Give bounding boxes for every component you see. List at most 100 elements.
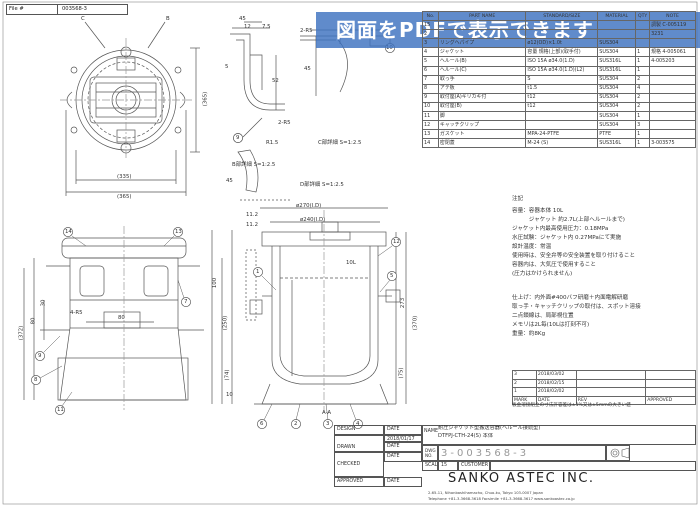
label-c: C xyxy=(81,16,85,22)
table-cell: ISO 15A ø34.0(1.D)(L2) xyxy=(525,65,599,76)
table-cell: 1 xyxy=(635,65,651,76)
table-cell xyxy=(525,29,599,40)
table-cell xyxy=(649,38,696,49)
table-cell xyxy=(645,387,696,397)
balloon-1: 1 xyxy=(256,269,260,275)
table-cell: MPA-24-PTFE xyxy=(525,129,599,140)
table-cell: SUS304 xyxy=(597,111,637,122)
balloon-3: 3 xyxy=(326,421,330,427)
table-cell: 2018/02/02 xyxy=(535,387,577,397)
customer-value xyxy=(490,461,696,471)
design-date-label: DATE xyxy=(384,425,422,435)
table-cell: M-24 (S) xyxy=(525,138,599,149)
table-cell xyxy=(525,111,599,122)
checked-date-label: DATE xyxy=(384,452,422,462)
table-cell: 2 xyxy=(635,101,651,113)
approved-date-label: DATE xyxy=(384,477,422,487)
table-cell: SUS304 xyxy=(597,120,637,131)
table-cell: 密閉蓋 xyxy=(437,138,527,149)
table-cell: 2018/02/15 xyxy=(535,378,577,389)
name-line2: DTFPJ-CTH-24(S) 本体 xyxy=(438,433,494,439)
table-cell: 1 xyxy=(635,138,651,149)
design-date-value: 2018/01/17 xyxy=(384,435,422,442)
balloon-9: 9 xyxy=(236,135,240,141)
balloon-5: 5 xyxy=(390,273,394,279)
table-cell: SUS304 xyxy=(597,74,637,85)
table-cell xyxy=(635,29,651,40)
table-cell xyxy=(649,74,696,85)
col-part-name: PART NAME xyxy=(437,10,527,22)
company-address: 2-65-11, Nihonbashihamacho, Chuo-ku, Tok… xyxy=(428,491,544,495)
company-contact: Telephone +81-3-3668-3618 Facsimile +81-… xyxy=(428,497,575,501)
balloon-7: 7 xyxy=(184,299,188,305)
dim-365v: (365) xyxy=(202,91,209,107)
table-cell xyxy=(597,20,637,31)
table-cell: 3231 xyxy=(649,29,696,40)
table-cell: リングヘパイプ xyxy=(437,38,527,49)
table-cell: 4 xyxy=(422,47,439,58)
table-cell: 取っ手 xyxy=(437,74,527,85)
note-line: 容量：容器本体 10L xyxy=(512,208,564,214)
table-cell: 14 xyxy=(422,138,439,149)
scale-label: SCALE xyxy=(422,461,438,471)
table-cell: 3-003575 xyxy=(649,138,696,149)
checked-label: CHECKED xyxy=(334,452,384,477)
note-line: (圧力はかけられません) xyxy=(512,271,573,277)
table-cell xyxy=(649,120,696,131)
table-cell: S xyxy=(525,74,599,85)
table-cell: PTFE xyxy=(597,129,637,140)
table-cell: 取付座(B) xyxy=(437,101,527,113)
table-cell: 3 xyxy=(635,120,651,131)
approved-label: APPROVED xyxy=(334,477,384,487)
dim-12: 12 xyxy=(244,24,251,30)
table-cell: アテ板 xyxy=(437,83,527,94)
col-qty: QTY xyxy=(635,10,651,22)
table-cell xyxy=(649,65,696,76)
dim-2r5: 2-R5 xyxy=(278,120,291,126)
dim-240: ø240(I.D) xyxy=(300,217,326,223)
note-line: 取っ手・キャッチクリップの取付は、スポット溶接 xyxy=(512,304,641,310)
table-cell xyxy=(649,129,696,140)
design-label: DESIGN xyxy=(334,425,384,435)
table-cell: 1 xyxy=(635,47,651,58)
dim-2r5b: 2-R5 xyxy=(300,28,313,34)
table-cell: 11 xyxy=(422,111,439,122)
table-cell: APPROVED xyxy=(645,395,696,406)
table-cell: ジャケット xyxy=(437,47,527,58)
table-cell: ガスケット xyxy=(437,129,527,140)
scale-value: 15 xyxy=(438,461,458,471)
col-no: No. xyxy=(422,10,439,22)
table-cell: 3 xyxy=(422,38,439,49)
table-cell: ヘルール(C) xyxy=(437,65,527,76)
table-cell: 4 xyxy=(635,83,651,94)
balloon-11: 11 xyxy=(57,407,64,413)
dim-45v: 45 xyxy=(304,66,311,72)
tolerance-note: 板金溶接組立の寸法許容差は±1%又は±5mmの大きい値 xyxy=(512,403,631,408)
note-line: 仕上げ：内外面#400バフ研磨＋内面電解研磨 xyxy=(512,295,629,301)
note-line: 水圧試験：ジャケット内 0.27MPaにて実施 xyxy=(512,235,622,241)
note-line: ジャケット内最高使用圧力：0.18MPa xyxy=(512,226,609,232)
balloon-2: 2 xyxy=(294,421,298,427)
company-name: SANKO ASTEC INC. xyxy=(448,471,595,486)
dim-370: (370) xyxy=(412,315,419,331)
table-cell xyxy=(575,370,647,380)
table-cell: 2 xyxy=(422,29,439,40)
table-cell xyxy=(645,370,696,380)
table-cell: 5 xyxy=(422,56,439,67)
table-cell: 脚 xyxy=(437,111,527,122)
table-cell: SUS304 xyxy=(597,92,637,103)
dim-5: 5 xyxy=(225,64,229,70)
note-line: 使用時は、安全弁等の安全装置を取り付けること xyxy=(512,253,636,259)
table-cell: 取付座(A)キリカキ付 xyxy=(437,92,527,103)
table-cell: 規格 4-005061 xyxy=(649,47,696,58)
